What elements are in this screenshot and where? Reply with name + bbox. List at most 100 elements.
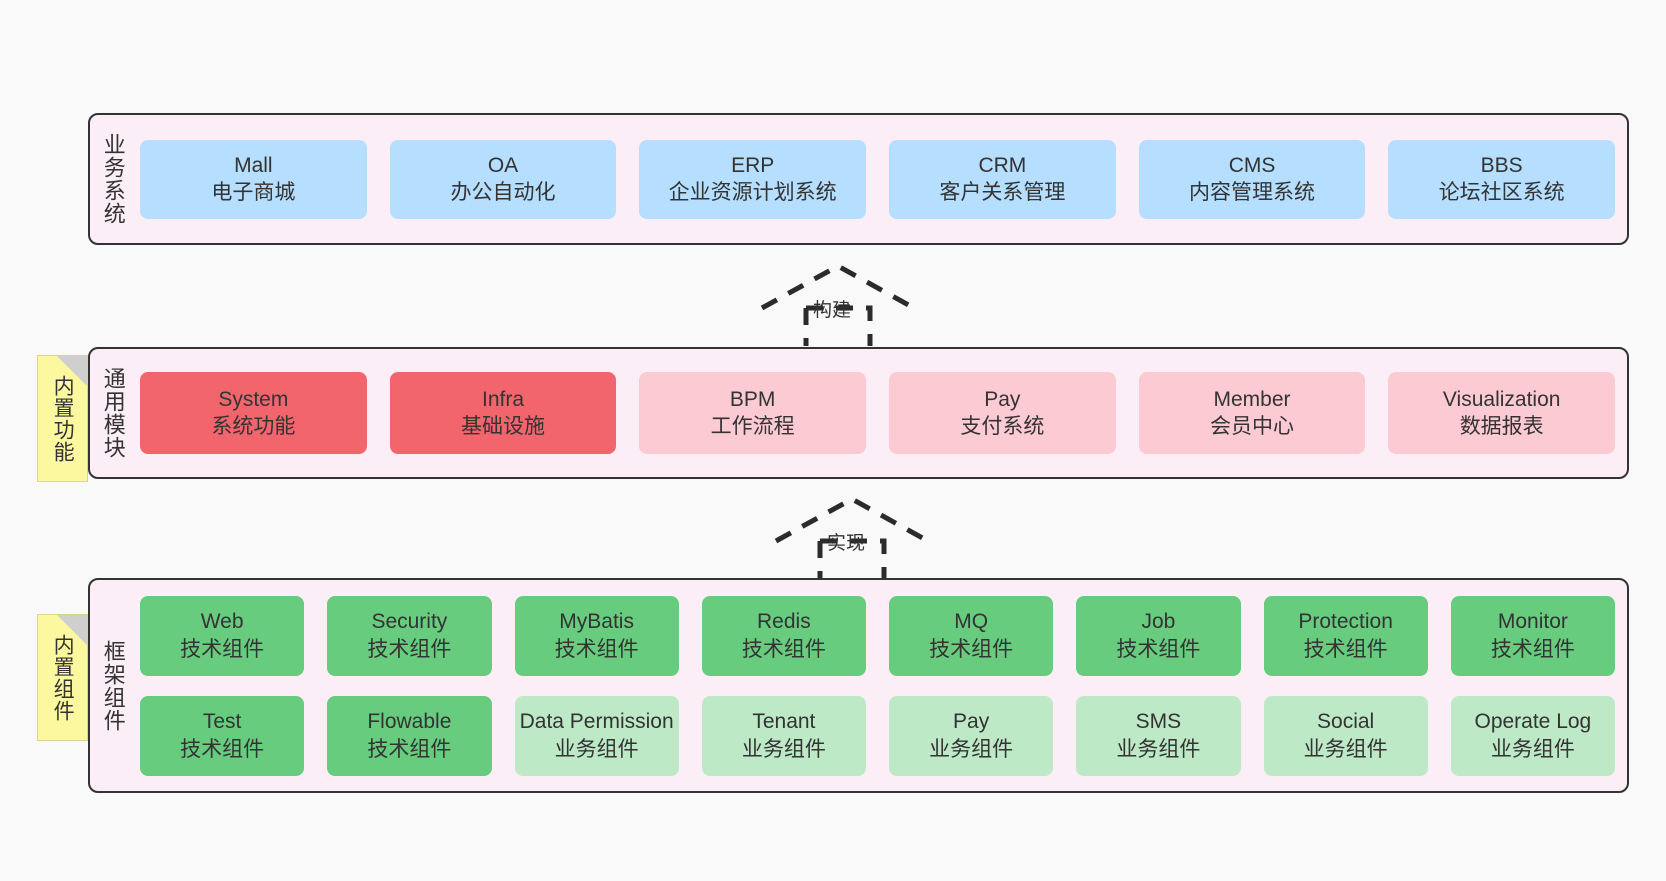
card-oa[interactable]: OA 办公自动化	[389, 139, 617, 219]
layer-body-framework-components: Web 技术组件 Security 技术组件 MyBatis 技术组件 Redi…	[136, 580, 1627, 791]
card-title-en: Pay	[953, 710, 990, 734]
card-title-cn: 数据报表	[1459, 415, 1544, 438]
card-title-cn: 工作流程	[710, 415, 795, 438]
card-title-en: BBS	[1480, 153, 1523, 177]
card-title-cn: 论坛社区系统	[1438, 181, 1565, 204]
card-title-cn: 业务组件	[1116, 737, 1201, 761]
card-title-en: Test	[202, 710, 242, 734]
card-infra[interactable]: Infra 基础设施	[389, 372, 617, 454]
card-title-en: Protection	[1298, 610, 1393, 634]
card-title-en: Visualization	[1442, 387, 1561, 411]
card-title-en: MQ	[954, 610, 989, 634]
card-bpm[interactable]: BPM 工作流程	[639, 372, 867, 454]
card-mybatis[interactable]: MyBatis 技术组件	[514, 595, 679, 676]
card-social[interactable]: Social 业务组件	[1263, 695, 1428, 776]
card-title-en: Infra	[481, 387, 525, 411]
card-title-cn: 技术组件	[180, 737, 265, 761]
card-mall[interactable]: Mall 电子商城	[140, 139, 367, 219]
card-title-en: Flowable	[367, 710, 452, 734]
card-data-permission[interactable]: Data Permission 业务组件	[514, 695, 679, 776]
arrow-shaft-path	[817, 538, 887, 579]
card-cms[interactable]: CMS 内容管理系统	[1138, 139, 1366, 219]
layer-title-business-systems: 业务系统	[100, 133, 126, 225]
card-title-cn: 客户关系管理	[939, 181, 1066, 204]
common-modules-row: System 系统功能 Infra 基础设施 BPM 工作流程 Pay 支付系统…	[140, 372, 1616, 454]
card-job[interactable]: Job 技术组件	[1076, 595, 1241, 676]
card-member[interactable]: Member 会员中心	[1138, 372, 1366, 454]
card-title-en: BPM	[729, 387, 776, 411]
card-mq[interactable]: MQ 技术组件	[889, 595, 1054, 676]
layer-framework-components: 框架组件 Web 技术组件 Security 技术组件 MyBatis 技术组件…	[88, 578, 1629, 793]
card-title-cn: 办公自动化	[450, 181, 556, 204]
card-title-en: Tenant	[752, 710, 816, 734]
card-test[interactable]: Test 技术组件	[140, 695, 305, 776]
framework-components-row-2: Test 技术组件 Flowable 技术组件 Data Permission …	[140, 695, 1615, 776]
card-title-en: ERP	[731, 153, 775, 177]
card-pay-component[interactable]: Pay 业务组件	[889, 695, 1054, 776]
card-protection[interactable]: Protection 技术组件	[1263, 595, 1428, 676]
card-web[interactable]: Web 技术组件	[140, 595, 305, 676]
card-title-cn: 系统功能	[211, 415, 296, 438]
card-title-en: Security	[371, 610, 448, 634]
card-title-en: Monitor	[1497, 610, 1568, 634]
card-title-cn: 技术组件	[741, 637, 826, 661]
connector-build: 构建	[758, 262, 918, 346]
card-system[interactable]: System 系统功能	[140, 372, 367, 454]
business-systems-row: Mall 电子商城 OA 办公自动化 ERP 企业资源计划系统 CRM 客户关系…	[140, 139, 1616, 219]
connector-build-label: 构建	[813, 300, 852, 321]
card-title-en: Operate Log	[1474, 710, 1592, 734]
card-title-en: Data Permission	[519, 710, 674, 734]
card-title-en: CMS	[1228, 153, 1276, 177]
card-title-en: System	[218, 387, 289, 411]
card-title-en: OA	[487, 153, 519, 177]
card-crm[interactable]: CRM 客户关系管理	[889, 139, 1116, 219]
card-title-en: Mall	[234, 153, 273, 177]
card-bbs[interactable]: BBS 论坛社区系统	[1388, 139, 1616, 219]
layer-business-systems: 业务系统 Mall 电子商城 OA 办公自动化 ERP 企业资源计划系统 CRM	[88, 113, 1629, 245]
card-tenant[interactable]: Tenant 业务组件	[701, 695, 866, 776]
card-title-en: Web	[200, 610, 244, 634]
card-flowable[interactable]: Flowable 技术组件	[327, 695, 492, 776]
card-title-en: Redis	[757, 610, 811, 634]
card-title-cn: 企业资源计划系统	[668, 181, 837, 204]
card-erp[interactable]: ERP 企业资源计划系统	[639, 139, 867, 219]
card-operate-log[interactable]: Operate Log 业务组件	[1450, 695, 1615, 776]
layer-title-common-modules: 通用模块	[100, 367, 126, 459]
arrow-head-path	[774, 496, 930, 544]
note-builtin-components: 内置组件	[37, 614, 88, 741]
arrow-shaft-path	[803, 305, 873, 346]
layer-title-framework-components: 框架组件	[100, 639, 126, 732]
layer-body-common-modules: System 系统功能 Infra 基础设施 BPM 工作流程 Pay 支付系统…	[136, 349, 1627, 477]
card-title-cn: 内容管理系统	[1189, 181, 1316, 204]
card-title-cn: 业务组件	[554, 737, 639, 761]
card-title-en: Pay	[984, 387, 1021, 411]
connector-implement-label: 实现	[827, 533, 866, 554]
card-title-cn: 技术组件	[929, 637, 1014, 661]
card-title-cn: 会员中心	[1210, 415, 1295, 438]
card-sms[interactable]: SMS 业务组件	[1076, 695, 1241, 776]
framework-components-row-1: Web 技术组件 Security 技术组件 MyBatis 技术组件 Redi…	[140, 595, 1615, 676]
note-label: 内置组件	[51, 633, 75, 722]
card-title-cn: 技术组件	[554, 637, 639, 661]
card-title-cn: 业务组件	[1303, 737, 1388, 761]
card-title-cn: 基础设施	[461, 415, 545, 438]
card-title-cn: 技术组件	[1116, 637, 1201, 661]
card-redis[interactable]: Redis 技术组件	[701, 595, 866, 676]
card-monitor[interactable]: Monitor 技术组件	[1450, 595, 1615, 676]
card-title-en: Member	[1213, 387, 1291, 411]
card-title-en: Job	[1141, 610, 1176, 634]
note-label: 内置功能	[51, 374, 75, 463]
card-title-cn: 技术组件	[1303, 637, 1388, 661]
card-title-en: Social	[1317, 710, 1375, 734]
card-title-cn: 业务组件	[929, 737, 1014, 761]
card-title-cn: 技术组件	[1490, 637, 1575, 661]
card-visualization[interactable]: Visualization 数据报表	[1388, 372, 1616, 454]
card-title-cn: 电子商城	[211, 181, 296, 204]
card-title-cn: 技术组件	[367, 737, 452, 761]
connector-implement: 实现	[772, 495, 932, 579]
card-security[interactable]: Security 技术组件	[327, 595, 492, 676]
card-pay[interactable]: Pay 支付系统	[889, 372, 1116, 454]
arrow-head-path	[760, 263, 916, 311]
layer-common-modules: 通用模块 System 系统功能 Infra 基础设施 BPM 工作流程 Pay	[88, 347, 1629, 479]
